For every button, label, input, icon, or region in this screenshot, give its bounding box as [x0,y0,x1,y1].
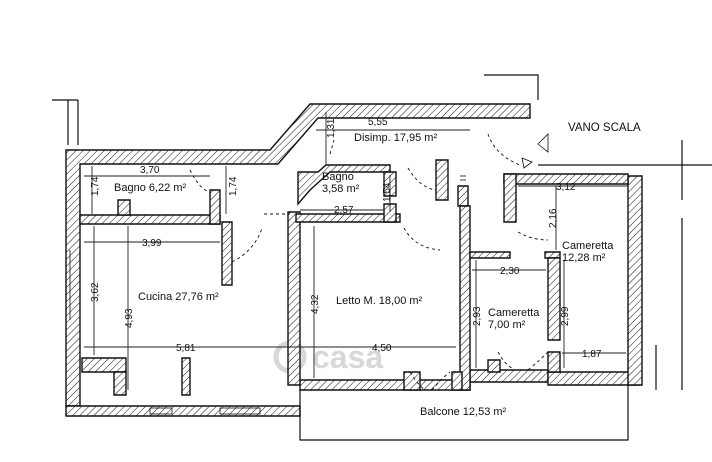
watermark-text: casa [312,339,383,375]
dim-4-32: 4,32 [310,294,321,314]
dim-1-54: 1,54 [382,182,393,202]
dim-1-74-right: 1,74 [228,176,239,196]
dim-2-93: 2,93 [472,306,483,326]
label-disimpegno: Disimp. 17,95 m² [354,132,437,144]
dim-3-62: 3,62 [90,282,101,302]
dim-2-30: 2,30 [500,266,520,277]
context-lines [52,74,712,390]
label-cameretta-1-area: 7,00 m² [488,319,526,331]
label-bagno-2-area: 3,58 m² [322,183,360,195]
dim-5-81: 5,81 [176,343,196,354]
label-vano-scala: VANO SCALA [568,122,641,134]
dim-5-55: 5,55 [368,117,388,128]
dim-4-50: 4,50 [372,343,392,354]
dimension-labels: 5,55 1,31 3,70 1,74 1,74 2,57 1,54 3,12 … [90,117,602,360]
dim-1-31: 1,31 [326,118,337,138]
label-cucina: Cucina 27,76 m² [138,291,219,303]
dim-2-57: 2,57 [334,205,354,216]
dim-3-70: 3,70 [140,165,160,176]
dim-3-12: 3,12 [556,182,576,193]
stair-marker [521,133,549,169]
label-cameretta-2-name: Cameretta [562,240,614,252]
label-cameretta-2-area: 12,28 m² [562,252,606,264]
label-balcone: Balcone 12,53 m² [420,406,507,418]
label-bagno-2-name: Bagno [322,171,354,183]
dim-2-16: 2,16 [548,208,559,228]
exterior-walls [65,103,643,417]
dim-3-99: 3,99 [142,238,162,249]
balcony-outline [69,250,629,441]
door-swings [189,133,549,391]
label-bagno-1: Bagno 6,22 m² [114,182,186,194]
dim-1-74-left: 1,74 [90,176,101,196]
dim-4-93: 4,93 [124,308,135,328]
dim-2-99: 2,99 [560,306,571,326]
label-letto: Letto M. 18,00 m² [336,295,423,307]
interior-walls [79,164,561,396]
dim-1-87: 1,87 [582,349,602,360]
room-labels: Disimp. 17,95 m² Bagno 6,22 m² Bagno 3,5… [114,122,641,418]
dimension-lines [84,112,628,390]
label-cameretta-1-name: Cameretta [488,307,540,319]
